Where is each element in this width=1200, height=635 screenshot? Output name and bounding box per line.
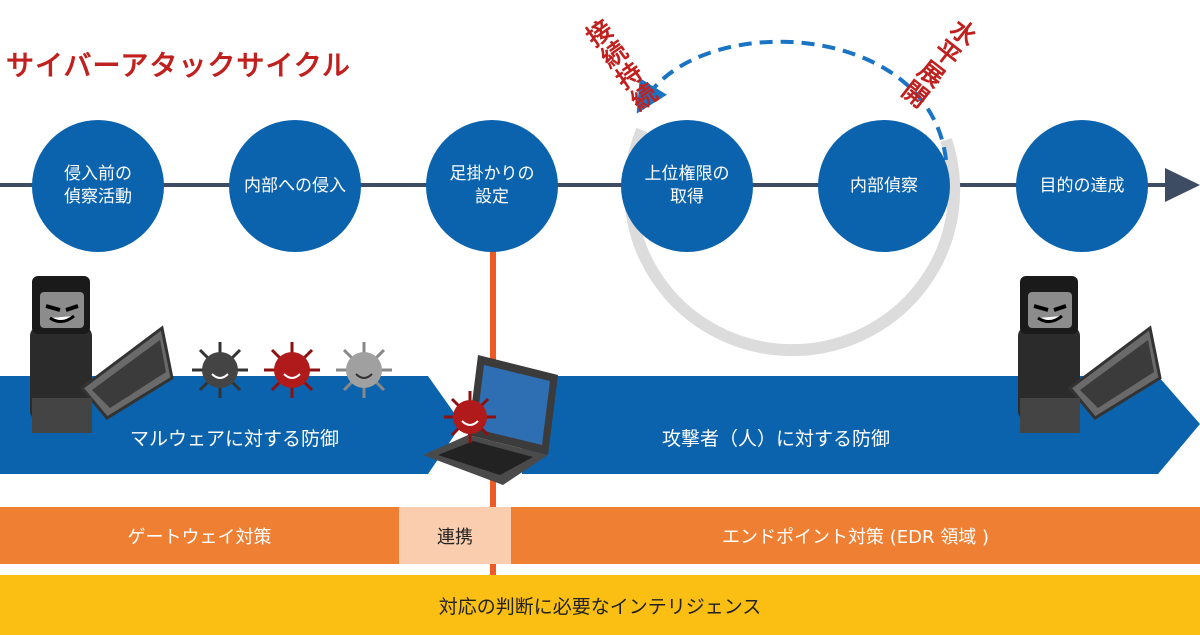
hacker-with-laptop-icon xyxy=(30,276,174,433)
intelligence-bar: 対応の判断に必要なインテリジェンス xyxy=(0,575,1200,635)
infected-laptop-icon xyxy=(423,355,558,485)
malware-virus-icon xyxy=(336,342,392,398)
timeline-arrowhead xyxy=(1165,168,1200,202)
page-title: サイバーアタックサイクル xyxy=(6,49,351,82)
malware-virus-icon xyxy=(192,342,248,398)
stage-recon: 侵入前の 偵察活動 xyxy=(32,120,164,252)
stage-internal-recon: 内部偵察 xyxy=(818,120,950,252)
link-cell: 連携 xyxy=(399,507,511,564)
endpoint-measures: エンドポイント対策 (EDR 領域 ) xyxy=(511,507,1200,564)
gateway-measures: ゲートウェイ対策 xyxy=(0,507,399,564)
stage-objective: 目的の達成 xyxy=(1016,120,1148,252)
malware-defense-label: マルウェアに対する防御 xyxy=(130,428,340,450)
stage-foothold: 足掛かりの 設定 xyxy=(426,120,558,252)
stage-intrusion: 内部への侵入 xyxy=(229,120,361,252)
stage-privilege-escalation: 上位権限の 取得 xyxy=(621,120,753,252)
hacker-with-laptop-icon xyxy=(1018,276,1162,433)
cycle-dashed-arrow xyxy=(636,39,948,161)
malware-virus-icon xyxy=(264,342,320,398)
attacker-defense-label: 攻撃者（人）に対する防御 xyxy=(662,428,891,450)
